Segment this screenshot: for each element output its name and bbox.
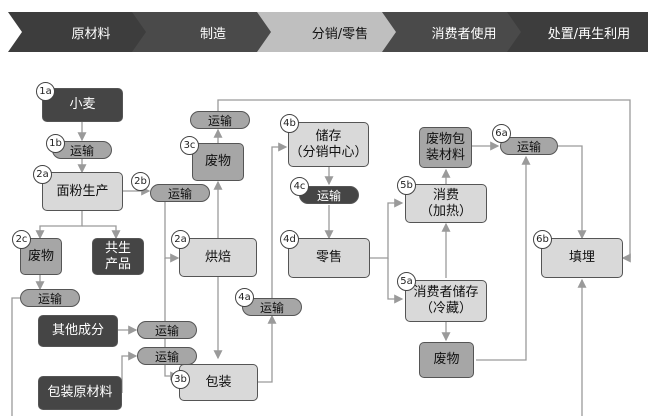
transport-2c: 运输 [20, 289, 80, 307]
tag-4d: 4d [280, 230, 299, 249]
transport-other-ingredients: 运输 [137, 321, 197, 339]
node-wheat: 小麦 [42, 88, 123, 122]
transport-1b: 运输 [52, 141, 112, 159]
node-consume-heat: 消费 （加热） [405, 184, 487, 223]
transport-2b: 运输 [150, 184, 210, 202]
node-storage-distribution-center: 储存 （分销中心） [288, 122, 369, 167]
tag-4b: 4b [280, 114, 299, 133]
tag-6a: 6a [492, 124, 511, 143]
tag-2a-baking: 2a [171, 230, 190, 249]
node-retail: 零售 [288, 238, 370, 278]
tag-2a-flour: 2a [33, 165, 52, 184]
tag-6b: 6b [533, 230, 552, 249]
tag-5b: 5b [397, 176, 416, 195]
node-consumer-storage: 消费者储存 （冷藏） [405, 280, 487, 322]
tag-3c: 3c [180, 136, 199, 155]
transport-3c: 运输 [190, 111, 250, 129]
transport-4c: 运输 [299, 186, 359, 204]
tag-1b: 1b [46, 134, 65, 153]
node-waste-5: 废物 [419, 342, 474, 378]
tag-2b: 2b [131, 172, 150, 191]
stage-label-disposal: 处置/再生利用 [547, 26, 631, 42]
stage-label-raw-materials: 原材料 [71, 26, 111, 42]
node-waste-3c: 废物 [192, 143, 244, 181]
stage-label-distribution: 分销/零售 [311, 26, 369, 42]
node-packaging-materials: 包装原材料 [38, 376, 122, 410]
stage-arrow-manufacturing [132, 12, 289, 52]
tag-3b: 3b [171, 370, 190, 389]
stage-arrow-raw-materials [8, 12, 164, 52]
stage-arrow-disposal [507, 12, 648, 52]
transport-4a: 运输 [242, 298, 302, 316]
node-coproduct: 共生 产品 [92, 238, 144, 275]
node-packaging: 包装 [179, 364, 258, 401]
node-other-ingredients: 其他成分 [38, 315, 118, 347]
node-landfill: 填埋 [541, 238, 623, 278]
node-baking: 烘焙 [179, 238, 257, 277]
stage-banner [8, 12, 648, 52]
tag-4a: 4a [235, 288, 254, 307]
tag-5a: 5a [397, 272, 416, 291]
stage-label-consumer-use: 消费者使用 [431, 26, 497, 42]
stage-arrow-consumer-use [382, 12, 539, 52]
transport-6a: 运输 [500, 137, 558, 155]
node-flour-production: 面粉生产 [42, 172, 123, 211]
tag-2c: 2c [12, 230, 31, 249]
transport-packaging-materials: 运输 [137, 347, 197, 365]
tag-4c: 4c [290, 177, 309, 196]
tag-1a: 1a [36, 82, 55, 101]
stage-arrow-distribution [257, 12, 414, 52]
node-packaging-waste: 废物包 装材料 [419, 127, 472, 168]
stage-label-manufacturing: 制造 [199, 26, 226, 42]
